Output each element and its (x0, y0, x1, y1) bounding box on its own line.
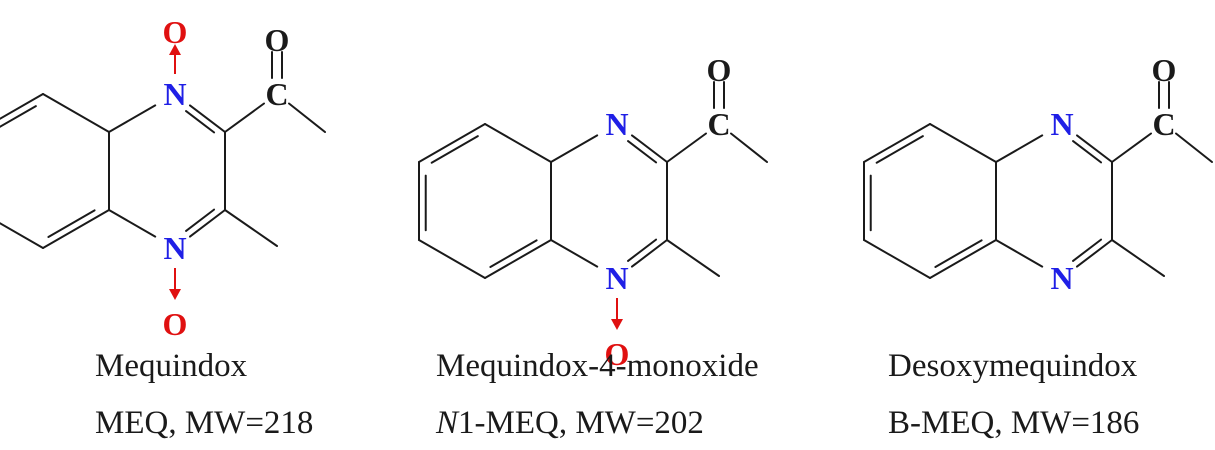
bond-ring-c3-n4 (189, 209, 226, 238)
bond-ring-double-c3-n4 (1072, 238, 1103, 262)
bond-benzene-1 (484, 123, 552, 163)
atom-n4: N (163, 230, 186, 266)
bond-ring-n1-c2 (631, 134, 668, 163)
atom-n4: N (605, 260, 628, 296)
bond-ring-double-c3-n4 (627, 238, 658, 262)
compound-2-name: Mequindox-4-monoxide (436, 348, 759, 384)
bond-benzene-5 (863, 123, 931, 163)
bond-benzene-double-3 (47, 209, 96, 238)
atom-n4-oxide-o: O (605, 336, 630, 372)
n1-oxide-arrow (169, 44, 181, 74)
bond-methyl (666, 239, 720, 277)
bond-ring-double-n1-c2 (1072, 140, 1103, 164)
atom-n4: N (1050, 260, 1073, 296)
compound-3-info: B-MEQ, MW=186 (888, 405, 1140, 441)
bond-acetyl-c2-c (666, 132, 707, 163)
bond-benzene-1 (42, 93, 110, 133)
atom-n1: N (1050, 106, 1073, 142)
bond-acetyl-c2-c (224, 102, 265, 133)
bond-benzene-double-3 (489, 239, 538, 268)
bond-acetyl-methyl (1175, 132, 1213, 163)
atom-carbonyl-o: O (1152, 52, 1177, 88)
bond-ring-n1-c2 (1076, 134, 1113, 163)
atom-carbonyl-o: O (707, 52, 732, 88)
atom-carbonyl-o: O (265, 22, 290, 58)
bond-benzene-2 (484, 239, 552, 279)
bond-acetyl-methyl (288, 102, 326, 133)
bond-ring-c-n1 (995, 134, 1044, 163)
bond-benzene-3 (418, 239, 486, 279)
atom-carbonyl-c: C (265, 76, 288, 112)
bond-benzene-2 (929, 239, 997, 279)
compound-2-info: N1-MEQ, MW=202 (436, 405, 704, 442)
bond-methyl (1111, 239, 1165, 277)
bond-benzene-double-3 (934, 239, 983, 268)
atom-n1: N (163, 76, 186, 112)
bond-ring-double-n1-c2 (185, 110, 216, 134)
bond-ring-double-c3-n4 (185, 208, 216, 232)
bond-ring-n4-c (108, 209, 157, 238)
bond-ring-n1-c2 (189, 104, 226, 133)
compound-2-info-italic-prefix: N (436, 405, 459, 441)
structure-3: N N CO (863, 52, 1213, 296)
bond-ring-c-n1 (550, 134, 599, 163)
bond-benzene-double-1 (875, 135, 924, 164)
bond-methyl (224, 209, 278, 247)
bond-benzene-double-1 (430, 135, 479, 164)
atom-n1: N (605, 106, 628, 142)
bond-benzene-2 (42, 209, 110, 249)
n4-oxide-arrow-head (611, 319, 623, 330)
bond-benzene-5 (418, 123, 486, 163)
bond-ring-double-n1-c2 (627, 140, 658, 164)
n4-oxide-arrow (611, 298, 623, 330)
n1-oxide-arrow-head (169, 44, 181, 55)
atom-carbonyl-c: C (1152, 106, 1175, 142)
bond-benzene-double-1 (0, 105, 37, 128)
bond-ring-c3-n4 (631, 239, 668, 268)
compound-1-name: Mequindox (95, 348, 248, 384)
bond-benzene-1 (929, 123, 997, 163)
atom-carbonyl-c: C (707, 106, 730, 142)
bond-ring-n4-c (550, 239, 599, 268)
bond-benzene-5 (0, 93, 44, 120)
n4-oxide-arrow (169, 268, 181, 300)
bond-ring-c3-n4 (1076, 239, 1113, 268)
structure-wrap-3: N N CO (863, 52, 1213, 296)
n4-oxide-arrow-head (169, 289, 181, 300)
bond-ring-n4-c (995, 239, 1044, 268)
bond-acetyl-methyl (730, 132, 768, 163)
bond-acetyl-c2-c (1111, 132, 1152, 163)
bond-benzene-3 (0, 222, 44, 249)
compound-3-name: Desoxymequindox (888, 348, 1138, 384)
bond-benzene-3 (863, 239, 931, 279)
compound-2-info-text: 1-MEQ, MW=202 (458, 405, 704, 441)
bond-ring-c-n1 (108, 104, 157, 133)
atom-n4-oxide-o: O (163, 306, 188, 342)
compound-1-info: MEQ, MW=218 (95, 405, 314, 441)
atom-n1-oxide-o: O (163, 14, 188, 50)
